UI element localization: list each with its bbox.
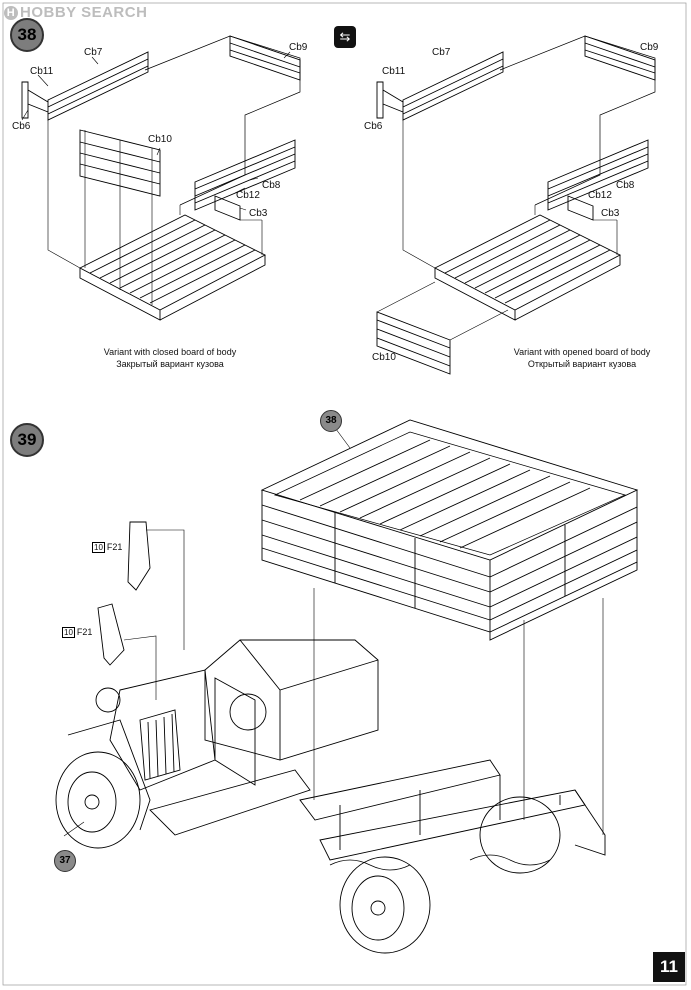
label-cb11-left: Cb11	[30, 66, 54, 77]
caption-closed-ru: Закрытый вариант кузова	[116, 359, 224, 369]
label-cb12-left: Cb12	[236, 190, 260, 201]
part-sprue-number: 10	[92, 542, 105, 553]
label-cb12-right: Cb12	[588, 190, 612, 201]
step39-assembly	[55, 419, 639, 954]
watermark-logo-icon: H	[4, 6, 18, 20]
part-name: F21	[106, 542, 123, 552]
step-number-39: 39	[10, 423, 44, 457]
label-cb7-left: Cb7	[84, 47, 103, 58]
step-number-38: 38	[10, 18, 44, 52]
caption-opened: Variant with opened board of body Открыт…	[497, 346, 667, 370]
part-sprue-number: 10	[62, 627, 75, 638]
caption-closed: Variant with closed board of body Закрыт…	[90, 346, 250, 370]
label-cb7-right: Cb7	[432, 47, 451, 58]
opened-body-exploded	[376, 35, 656, 375]
caption-closed-en: Variant with closed board of body	[103, 347, 237, 357]
ref-step-38: 38	[320, 410, 342, 432]
ref-step-37: 37	[54, 850, 76, 872]
label-cb6-left: Cb6	[12, 121, 31, 132]
label-cb9-left: Cb9	[289, 42, 308, 53]
flip-icon: ⇆	[334, 26, 356, 48]
caption-opened-ru: Открытый вариант кузова	[527, 359, 637, 369]
part-name: F21	[76, 627, 93, 637]
label-cb3-right: Cb3	[601, 208, 620, 219]
closed-body-exploded	[21, 35, 301, 321]
label-cb10-left: Cb10	[148, 134, 172, 145]
caption-opened-en: Variant with opened board of body	[513, 347, 651, 357]
label-cb10-right: Cb10	[372, 352, 396, 363]
label-cb11-right: Cb11	[382, 66, 406, 77]
page-number: 11	[653, 952, 685, 982]
label-cb8-right: Cb8	[616, 180, 635, 191]
label-cb3-left: Cb3	[249, 208, 268, 219]
label-cb8-left: Cb8	[262, 180, 281, 191]
watermark-text: HOBBY SEARCH	[20, 4, 148, 21]
label-cb9-right: Cb9	[640, 42, 659, 53]
label-cb6-right: Cb6	[364, 121, 383, 132]
